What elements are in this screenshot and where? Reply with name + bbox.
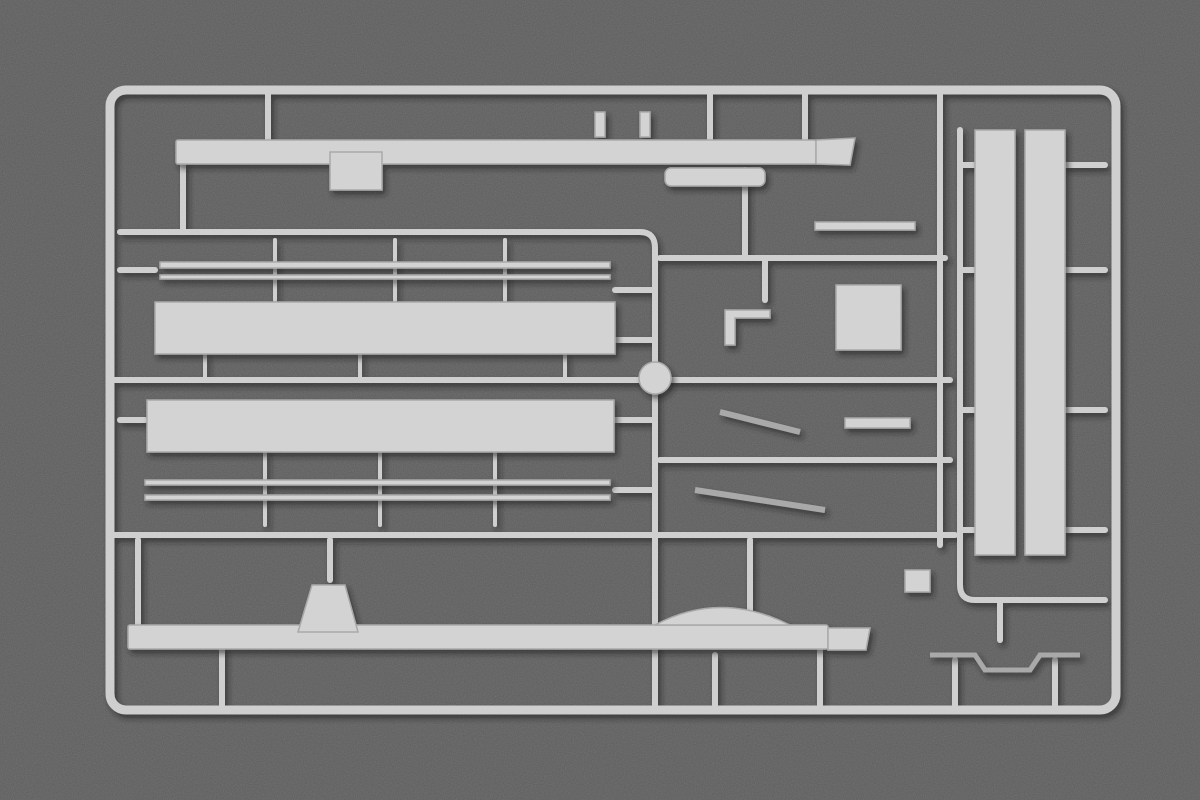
sprue [105,85,1121,715]
long-rail-left [974,129,1016,556]
sprue-parts [127,111,1080,673]
grille-part [835,284,902,351]
bracket-bottom [296,584,359,633]
side-panel-lower [146,399,615,453]
sprue-runners [107,89,1108,708]
leaf-spring-top [664,167,766,187]
sprue-frame [105,85,1121,715]
bracket-top [329,151,383,191]
leaf-spring-bottom [654,606,791,626]
hub-part [638,361,672,395]
long-rail-right [1024,129,1066,556]
chassis-rail-bottom [127,624,829,650]
side-panel-upper [154,301,616,355]
chassis-rail-top [175,139,817,165]
